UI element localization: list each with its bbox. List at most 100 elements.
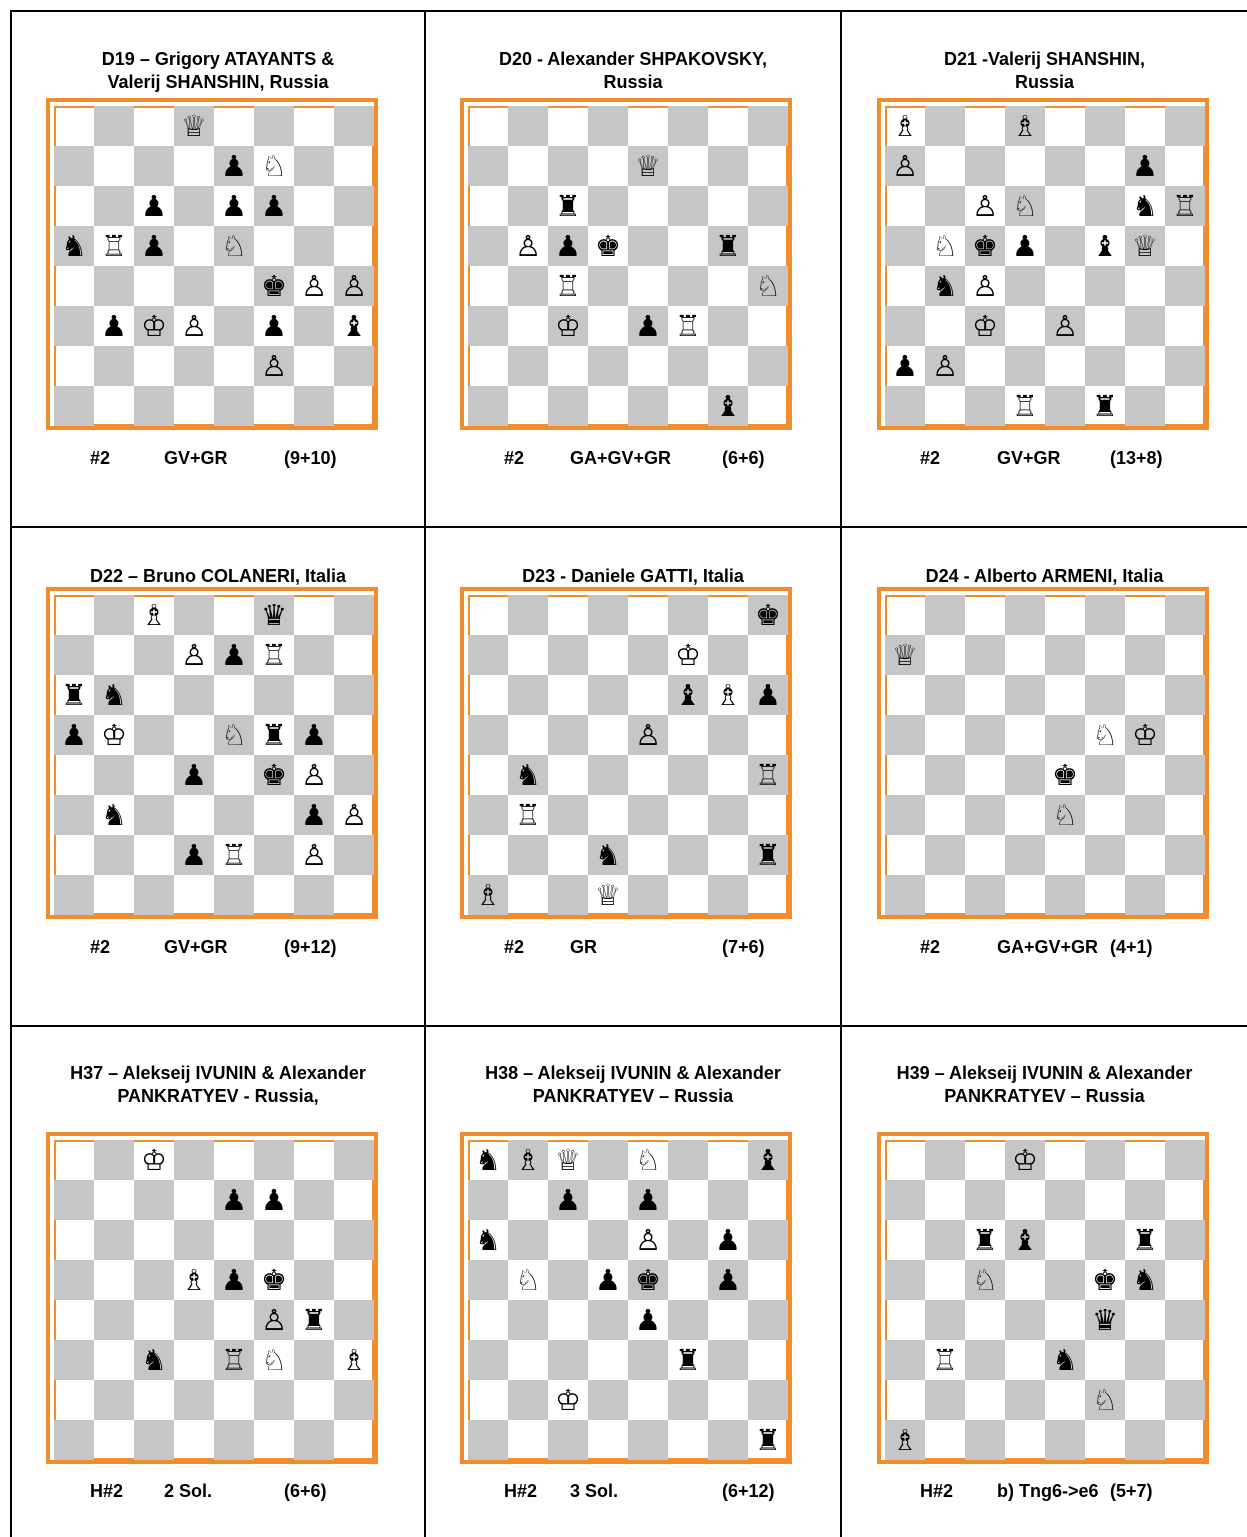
light-square [468,1380,508,1420]
light-square [885,1220,925,1260]
light-square [134,266,174,306]
light-square [294,1220,334,1260]
light-square [294,106,334,146]
dark-square [54,1260,94,1300]
dark-square [174,1220,214,1260]
light-square [468,186,508,226]
light-square [134,1380,174,1420]
light-square [708,755,748,795]
light-square [94,1420,134,1460]
chess-board: ♔♟♟♗♟♚♙♜♞♖♘♗ [46,1132,378,1464]
chess-piece: ♟ [708,1220,748,1260]
dark-square [708,306,748,346]
light-square [668,875,708,915]
dark-square [885,875,925,915]
light-square [1125,755,1165,795]
chess-piece: ♙ [254,346,294,386]
dark-square [925,1300,965,1340]
chess-piece: ♕ [588,875,628,915]
chess-piece: ♟ [94,306,134,346]
dark-square [965,386,1005,426]
dark-square [668,266,708,306]
chess-piece: ♖ [1165,186,1205,226]
chess-piece: ♗ [508,1140,548,1180]
dark-square [965,146,1005,186]
chess-piece: ♙ [1045,306,1085,346]
light-square [628,835,668,875]
chess-piece: ♘ [1005,186,1045,226]
chess-piece: ♗ [885,106,925,146]
chess-piece: ♘ [214,715,254,755]
chess-piece: ♟ [214,635,254,675]
light-square [334,635,374,675]
light-square [1085,146,1125,186]
chess-piece: ♟ [588,1260,628,1300]
board-squares: ♕♘♔♚♘ [885,595,1205,915]
light-square [334,226,374,266]
light-square [1125,266,1165,306]
light-square [334,1420,374,1460]
light-square [1165,386,1205,426]
footer-theme: GV+GR [164,447,228,469]
light-square [54,1140,94,1180]
dark-square [134,795,174,835]
chess-piece: ♚ [588,226,628,266]
light-square [885,595,925,635]
chess-piece: ♟ [1005,226,1045,266]
light-square [1165,875,1205,915]
dark-square [294,226,334,266]
light-square [334,386,374,426]
dark-square [748,1380,788,1420]
dark-square [334,595,374,635]
footer-stipulation: H#2 [504,1480,537,1502]
light-square [294,1380,334,1420]
light-square [468,1300,508,1340]
light-square [508,1180,548,1220]
dark-square [54,306,94,346]
light-square [548,346,588,386]
light-square [508,306,548,346]
light-square [1165,226,1205,266]
dark-square [1045,1180,1085,1220]
chess-piece: ♚ [254,266,294,306]
light-square [965,346,1005,386]
chess-piece: ♟ [214,146,254,186]
light-square [1005,1420,1045,1460]
dark-square [1165,1220,1205,1260]
problem-title: D24 - Alberto ARMENI, Italia [842,565,1247,588]
light-square [925,1260,965,1300]
chess-piece: ♜ [708,226,748,266]
dark-square [1045,146,1085,186]
dark-square [508,1380,548,1420]
light-square [214,346,254,386]
dark-square [94,186,134,226]
chess-board: ♗♛♙♟♖♜♞♟♔♘♜♟♟♚♙♞♟♙♟♖♙ [46,587,378,919]
chess-piece: ♙ [965,186,1005,226]
dark-square [254,1380,294,1420]
light-square [174,226,214,266]
light-square [628,346,668,386]
light-square [748,226,788,266]
light-square [214,1380,254,1420]
chess-piece: ♟ [214,186,254,226]
dark-square [508,346,548,386]
light-square [134,106,174,146]
light-square [708,106,748,146]
problem-title-line: Russia [426,71,840,94]
chess-piece: ♝ [708,386,748,426]
light-square [294,595,334,635]
light-square [174,386,214,426]
light-square [214,1220,254,1260]
chess-piece: ♙ [294,755,334,795]
dark-square [1005,595,1045,635]
footer-stipulation: #2 [90,936,110,958]
chess-piece: ♟ [885,346,925,386]
light-square [94,146,134,186]
light-square [94,1260,134,1300]
footer-stipulation: #2 [504,936,524,958]
dark-square [1045,1260,1085,1300]
light-square [214,1140,254,1180]
dark-square [254,1140,294,1180]
light-square [254,386,294,426]
dark-square [174,1140,214,1180]
